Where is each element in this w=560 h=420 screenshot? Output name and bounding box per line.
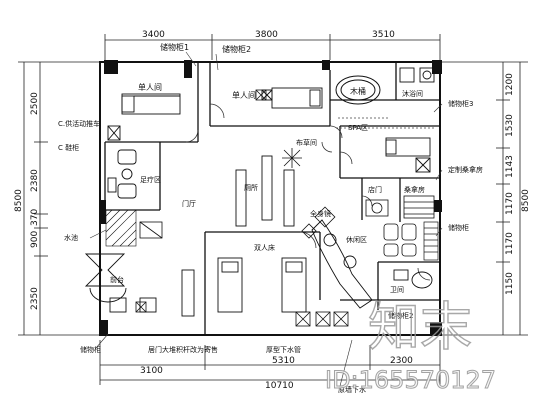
label-toilet: 卫间 — [390, 286, 404, 294]
label-foot-area: 足疗区 — [140, 175, 161, 184]
label-bottom-note3: 原墙下水 — [338, 385, 366, 394]
nightstand-1 — [107, 125, 121, 141]
bottom-dim-3: 2300 — [390, 356, 413, 366]
waiting-chairs — [107, 149, 137, 199]
right-dim-3: 1143 — [505, 155, 515, 178]
watermark-brand: 知末 — [368, 298, 472, 358]
entrance-pillars — [235, 155, 295, 227]
label-locker-3: 储物柜3 — [448, 99, 473, 108]
watermark-id: ID:165570127 — [325, 366, 496, 394]
right-dim-4: 1170 — [505, 192, 515, 215]
linen-room-fixtures — [365, 199, 389, 217]
right-dim-total: 8500 — [521, 189, 531, 212]
hourglass-basin — [84, 253, 126, 287]
diamond-panels — [301, 206, 336, 239]
label-bottom-note2: 厚型下水管 — [266, 345, 301, 354]
shower-fixture — [399, 67, 435, 83]
shoe-cabinet — [139, 221, 163, 239]
left-dim-5: 2350 — [30, 287, 40, 310]
bottom-dim-2: 5310 — [272, 356, 295, 366]
interior-walls — [104, 62, 440, 335]
label-sink: 水池 — [64, 233, 78, 242]
massage-bed-3 — [385, 137, 431, 157]
bathtub — [335, 75, 381, 105]
glass-partitions — [336, 117, 436, 129]
top-dim-3: 3510 — [372, 30, 395, 40]
label-double-room: 双人床 — [254, 243, 275, 252]
right-dim-5: 1170 — [505, 232, 515, 255]
label-entrance: 门厅 — [182, 199, 196, 208]
sink-hatch — [105, 209, 137, 247]
right-dim-2: 1530 — [505, 114, 515, 137]
top-dimension-line — [104, 34, 441, 60]
leader-lines — [89, 51, 443, 387]
label-bottom-note: 居门大堆积杆改为寄售 — [148, 345, 218, 354]
label-casual-area: 休闲区 — [346, 235, 367, 244]
single-bed-1 — [121, 93, 181, 115]
label-foyer: 店门 — [368, 185, 382, 194]
label-single-room-1: 单人间 — [138, 82, 162, 92]
label-custom-room: 定制桑拿房 — [448, 165, 483, 174]
double-room-cabinets — [295, 311, 349, 327]
label-shower: 沐浴间 — [402, 89, 423, 98]
label-reception: 前台 — [110, 275, 124, 284]
label-locker-bottom: 储物柜 — [80, 345, 101, 354]
sauna-benches — [403, 195, 435, 219]
bottom-dim-total: 10710 — [265, 381, 294, 391]
toilet-fixtures — [393, 269, 433, 289]
label-cabinet-note: C.供活动推车 — [58, 119, 100, 128]
door-swings — [185, 103, 431, 281]
top-dim-1: 3400 — [142, 30, 165, 40]
single-bed-2 — [271, 87, 323, 109]
label-linen-room: 布草间 — [296, 138, 317, 147]
label-bathtub: 木桶 — [350, 86, 366, 96]
plant-symbol — [282, 148, 302, 168]
nightstand-2 — [261, 89, 273, 101]
reception-desk — [89, 269, 195, 317]
left-dim-1: 2500 — [30, 92, 40, 115]
right-dim-6: 1150 — [505, 272, 515, 295]
stair-hatch — [423, 221, 439, 261]
bottom-dim-1: 3100 — [140, 366, 163, 376]
label-locker-right: 储物柜 — [448, 223, 469, 232]
label-locker-1: 储物柜1 — [160, 42, 189, 52]
left-dim-3: 370 — [30, 209, 40, 226]
label-shoe-note: C 鞋柜 — [58, 143, 79, 152]
cabinet-crosses — [135, 89, 267, 313]
casual-area-sofa — [311, 219, 373, 309]
right-dim-1: 1200 — [505, 73, 515, 96]
outer-walls — [99, 61, 441, 336]
label-waiting: 厕所 — [244, 183, 258, 192]
left-dimension-line — [18, 61, 100, 336]
label-single-room-2: 单人间 — [232, 90, 256, 100]
label-sauna-room: 桑拿房 — [404, 185, 425, 194]
left-dim-4: 900 — [30, 231, 40, 248]
watermark: 知末 ID:165570127 — [325, 297, 497, 394]
label-makeup-mirror: 全身镜 — [310, 209, 331, 218]
wall-columns — [100, 60, 442, 336]
double-room-beds — [217, 257, 307, 313]
nightstand-3 — [415, 157, 431, 173]
right-dimension-line — [440, 61, 528, 336]
bottom-dimension-line — [99, 340, 441, 385]
left-dim-2: 2380 — [30, 169, 40, 192]
foot-chairs — [383, 223, 417, 257]
label-locker-2: 储物柜2 — [222, 44, 251, 54]
label-cabinet-12: 储物柜2 — [388, 311, 413, 320]
top-dim-2: 3800 — [255, 30, 278, 40]
label-spa-area: SPA区 — [348, 124, 368, 132]
left-dim-total: 8500 — [14, 189, 24, 212]
